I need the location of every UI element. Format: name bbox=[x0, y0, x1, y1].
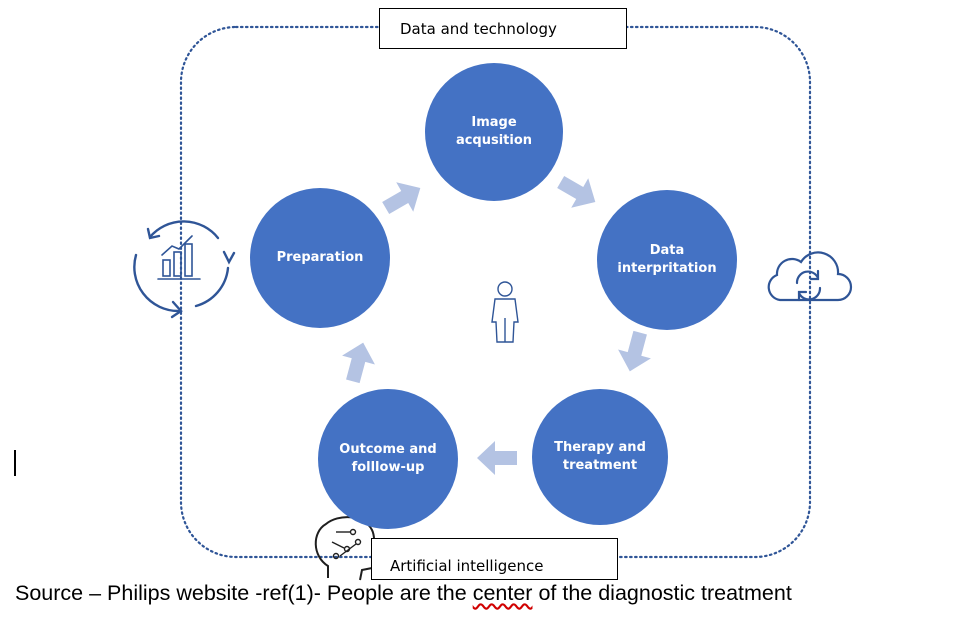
caption-text-after: of the diagnostic treatment bbox=[532, 581, 792, 605]
node-outcome-followup: Outcome and folllow-up bbox=[318, 389, 458, 529]
source-caption: Source – Philips website -ref(1)- People… bbox=[15, 581, 792, 606]
node-label: Data interpritation bbox=[617, 243, 717, 276]
person-icon bbox=[491, 281, 519, 343]
caption-text-before: Source – Philips website -ref(1)- People… bbox=[15, 581, 473, 605]
arrow-interpretation-to-therapy bbox=[618, 330, 651, 372]
cloud-sync-icon bbox=[767, 251, 853, 302]
node-therapy-treatment: Therapy and treatment bbox=[532, 389, 668, 525]
node-label: Preparation bbox=[276, 250, 364, 265]
text-cursor bbox=[14, 450, 16, 476]
data-and-technology-label: Data and technology bbox=[400, 19, 557, 38]
node-label: Image acqusition bbox=[455, 115, 533, 148]
arrow-acquisition-to-interpretation bbox=[557, 175, 596, 208]
artificial-intelligence-label: Artificial intelligence bbox=[390, 557, 544, 575]
analytics-cycle-icon bbox=[133, 220, 236, 319]
arrow-outcome-to-preparation bbox=[342, 342, 375, 384]
arrow-preparation-to-acquisition bbox=[382, 182, 421, 215]
node-label: Therapy and treatment bbox=[554, 440, 646, 473]
node-label: Outcome and folllow-up bbox=[339, 442, 437, 475]
node-image-acquisition: Image acqusition bbox=[425, 63, 563, 201]
node-data-interpretation: Data interpritation bbox=[597, 190, 737, 330]
node-preparation: Preparation bbox=[250, 188, 390, 328]
flow-arrows bbox=[342, 175, 651, 475]
artificial-intelligence-box: Artificial intelligence bbox=[371, 538, 618, 580]
arrow-therapy-to-outcome bbox=[477, 441, 517, 475]
data-and-technology-box: Data and technology bbox=[379, 8, 627, 49]
caption-spellcheck-word: center bbox=[472, 581, 533, 605]
